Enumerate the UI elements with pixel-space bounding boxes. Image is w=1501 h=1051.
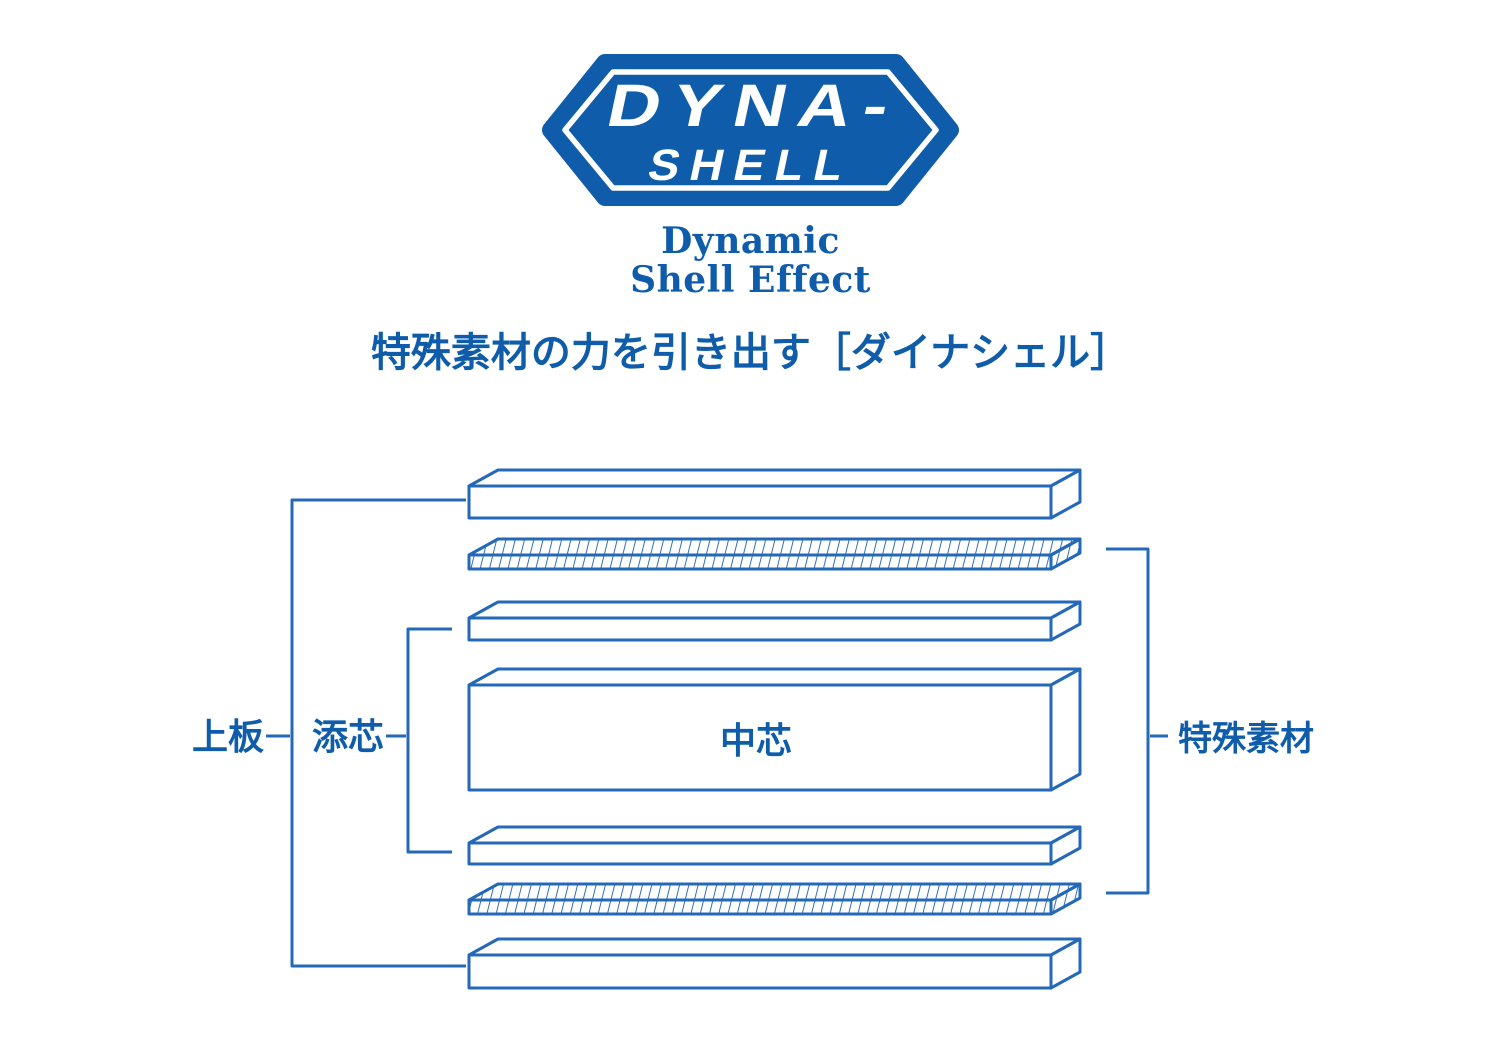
logo-text-shell: SHELL [644,141,858,189]
layer-special-material-lower [467,882,1082,916]
layer-top-plate-lower [467,937,1082,990]
bracket-special-material [1106,547,1168,895]
layer-top-plate-upper [467,468,1082,520]
logo-subtitle: Dynamic Shell Effect [0,222,1501,300]
bracket-top-plate [266,498,466,968]
logo-subtitle-line2: Shell Effect [630,259,871,301]
label-special-material: 特殊素材 [1178,720,1314,758]
label-top-plate: 上板 [192,716,265,757]
layer-special-material-upper [467,537,1082,571]
logo-text-dyna: DYNA- [601,72,907,139]
layer-center-core [467,667,1082,792]
layer-added-core-upper [467,600,1082,642]
logo-badge-hexagon [542,54,959,206]
layer-stack [467,468,1082,990]
layer-added-core-lower [467,825,1082,866]
logo-badge-inner-outline [562,69,939,191]
label-added-core: 添芯 [312,716,385,757]
brackets [266,498,1168,968]
label-center-core: 中芯 [719,720,793,761]
tagline: 特殊素材の力を引き出す［ダイナシェル］ [370,331,1131,375]
logo-subtitle-line1: Dynamic [661,220,840,262]
bracket-added-core [386,627,452,854]
dyna-shell-logo: DYNA- SHELL [542,54,959,206]
